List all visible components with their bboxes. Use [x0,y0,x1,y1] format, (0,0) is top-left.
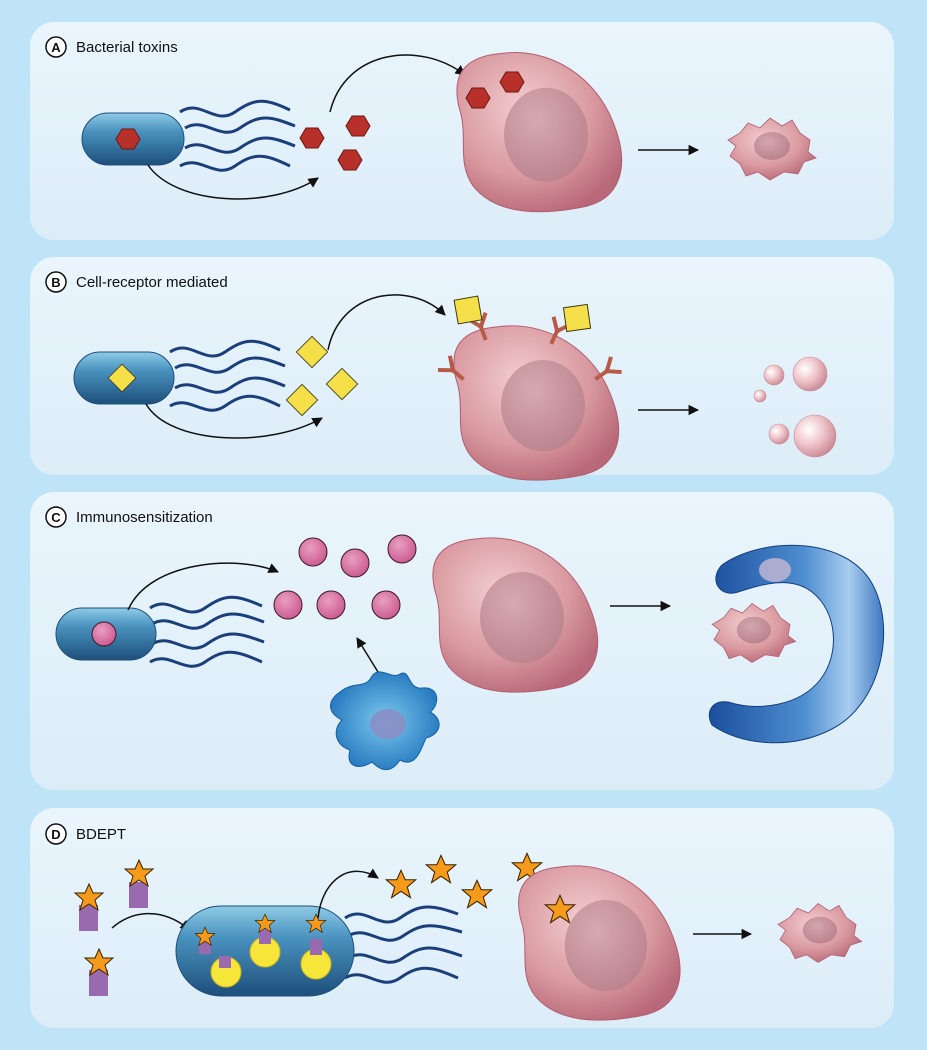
panel-b-letter: B [51,275,60,290]
cytokine-circle-icon [387,534,417,564]
panel-d-letter: D [51,827,60,842]
panel-c-letter-badge [45,506,67,528]
prodrug-star-icon [84,948,114,996]
secretion-arrow [147,164,319,200]
panel-b-letter-badge [45,271,67,293]
release-arrow [317,868,379,919]
cytokine-circle-icon [340,548,370,578]
prodrug-star-icon [124,859,154,908]
bound-ligand-icon [453,295,483,325]
panel-d-letter-badge [45,823,67,845]
cytokine-circle-icon [371,590,401,620]
apoptotic-body-icon [753,356,837,458]
cytokine-circle-icon [91,621,117,647]
bacterium-icon [81,99,296,172]
secretion-arrow [127,562,279,611]
panel-a-background [30,22,894,240]
panel-b-title: Cell-receptor mediated [76,274,228,291]
bacterium-icon [73,339,286,412]
cytokine-circle-icon [273,590,303,620]
cytokine-circle-icon [298,537,328,567]
panel-a-title: Bacterial toxins [76,39,178,56]
bacterium-icon [55,595,265,668]
panel-c: C Immunosensitization [30,492,894,790]
secretion-arrow [145,403,323,439]
panel-b: B Cell-receptor mediated [30,257,894,481]
bacterium-icon [175,905,463,997]
panel-d-title: BDEPT [76,826,126,843]
enzyme-icon [210,936,332,988]
uptake-arrow [111,912,191,931]
panel-c-letter: C [51,510,61,525]
panel-a: A Bacterial toxins [30,22,894,240]
prodrug-star-icon [74,883,104,931]
panel-d: D BDEPT [30,808,894,1028]
panel-a-letter: A [51,40,61,55]
cytokine-circle-icon [316,590,346,620]
dendritic-cell-icon [330,671,440,771]
uptake-arrow [329,54,466,113]
panel-a-letter-badge [45,36,67,58]
binding-arrow [327,294,446,351]
recruitment-arrow [356,637,379,673]
macrophage-icon [708,544,885,744]
bound-ligand-icon [562,303,592,333]
panel-d-background [30,808,894,1028]
panel-c-title: Immunosensitization [76,509,213,526]
